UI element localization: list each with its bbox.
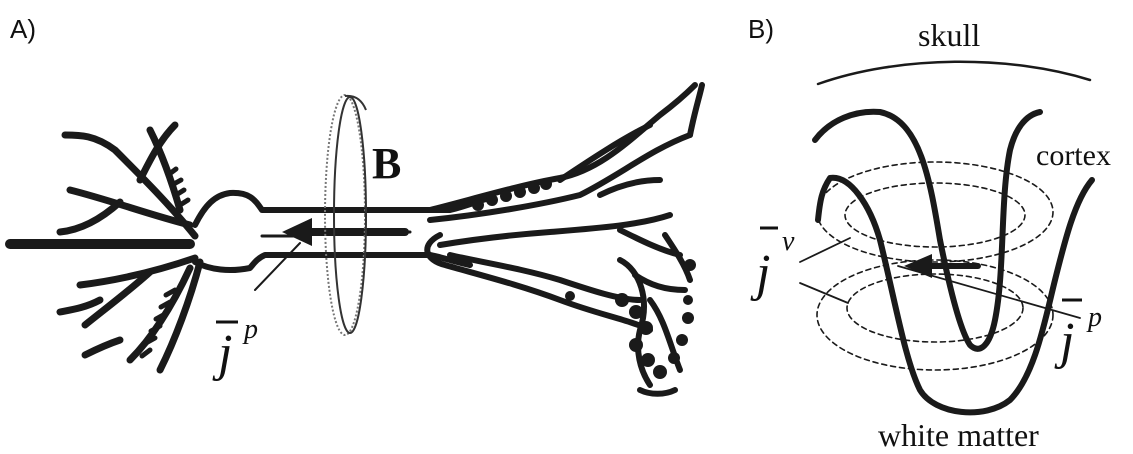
jv-superscript: v (782, 226, 795, 257)
neuron-diagram (10, 85, 702, 394)
jp-superscript-b: p (1086, 302, 1102, 333)
jp-superscript-a: p (242, 314, 258, 345)
jp-symbol-b: j (1054, 313, 1074, 370)
right-terminals (427, 85, 702, 394)
cortex-label: cortex (1036, 139, 1111, 172)
magnetic-field-label: B (372, 139, 401, 188)
skull-label: skull (918, 17, 980, 53)
white-matter-label: white matter (878, 417, 1039, 453)
jv-leader-line-lower (800, 283, 848, 303)
jp-symbol-a: j (212, 325, 232, 382)
jv-leader-line-upper (800, 238, 850, 262)
jv-symbol: j (750, 245, 770, 302)
primary-current-label-b: j p (1054, 300, 1102, 370)
cortex-diagram (800, 62, 1092, 413)
jp-leader-line (255, 243, 300, 290)
skull-line (818, 62, 1090, 84)
magnetic-field-loop (325, 95, 366, 335)
primary-current-arrow (282, 218, 405, 246)
primary-current-label-a: j p (212, 314, 258, 382)
volume-current-label: j v (750, 226, 795, 302)
cortex-inner-line (815, 112, 1040, 349)
